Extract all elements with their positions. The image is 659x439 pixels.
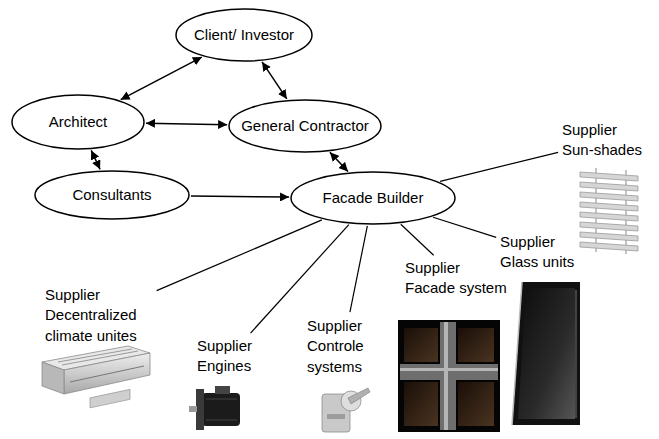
glass-unit-picture (512, 282, 580, 425)
engine-flange (196, 389, 204, 430)
relation-arrow (91, 150, 100, 169)
supply-line (157, 220, 322, 291)
supplier-label: Supplier Decentralized climate unites (45, 285, 153, 346)
glass-edge (512, 282, 522, 425)
supplier-name: Supplier Decentralized climate unites (45, 285, 153, 346)
profile-highlight (444, 322, 448, 430)
supply-line (350, 226, 367, 312)
supplier-name: Supplier Glass units (500, 232, 585, 273)
engine-rib (206, 399, 237, 400)
engine-picture (189, 386, 240, 430)
blind-cord (596, 168, 597, 252)
stakeholder-name: General Contractor (241, 116, 369, 136)
blind-slat (580, 212, 638, 221)
supply-line (251, 225, 349, 333)
engine-shaft (189, 406, 197, 412)
glass-pane (518, 288, 575, 419)
stakeholder-name: Facade Builder (323, 188, 424, 208)
glass-edge (576, 290, 577, 418)
supply-line (401, 224, 434, 255)
stakeholder-ellipse: Facade Builder (290, 171, 456, 225)
blind-slat (580, 232, 638, 241)
relation-arrow (146, 123, 227, 124)
stakeholder-ellipse: Consultants (34, 170, 190, 220)
unit-duct (90, 389, 130, 408)
relation-arrow (262, 62, 287, 99)
supply-line (433, 217, 496, 237)
glass-frame (512, 282, 580, 425)
supply-line (440, 152, 558, 181)
facade-system-picture (398, 320, 500, 432)
blind-slat (580, 202, 638, 211)
blind-slat (580, 182, 638, 191)
ellipse-shape (229, 100, 381, 152)
blind-cord (626, 170, 627, 254)
stakeholder-name: Client/ Investor (194, 25, 294, 45)
blind-slat (580, 222, 638, 231)
facade-pane (458, 382, 494, 426)
engine-body (202, 393, 240, 426)
engine-rib (206, 420, 237, 421)
blind-slat (580, 172, 638, 181)
supplier-label: Supplier Glass units (500, 232, 585, 273)
climate-unit-picture (42, 346, 150, 408)
unit-slot (70, 366, 144, 382)
control-lever (348, 388, 370, 404)
ellipse-shape (291, 172, 455, 224)
engine-connector (215, 386, 230, 394)
facade-pane (404, 328, 438, 362)
ellipse-shape (176, 9, 312, 61)
supplier-name: Supplier Facade system (405, 258, 511, 299)
blind-slat (580, 192, 638, 201)
sunshade-picture (580, 168, 638, 254)
supplier-label: Supplier Sun-shades (562, 120, 652, 161)
unit-grille (62, 351, 138, 365)
control-picture (322, 388, 370, 432)
blind-slat (580, 242, 638, 251)
control-slot (327, 414, 345, 419)
facade-pane (404, 382, 438, 426)
relation-arrow (191, 196, 289, 197)
supplier-name: Supplier Sun-shades (562, 120, 652, 161)
facade-transom (400, 364, 498, 380)
stakeholder-ellipse: Architect (11, 94, 145, 150)
relation-arrow (121, 57, 202, 100)
supplier-name: Supplier Controle systems (307, 316, 379, 377)
unit-grille (58, 349, 132, 362)
profile-highlight (400, 368, 498, 371)
unit-end (42, 362, 64, 394)
facade-background (398, 320, 500, 432)
supplier-label: Supplier Controle systems (307, 316, 379, 377)
stakeholder-ellipse: Client/ Investor (175, 8, 313, 62)
stakeholder-name: Consultants (72, 185, 151, 205)
facade-pane (458, 328, 494, 362)
ellipse-shape (12, 95, 144, 149)
stakeholder-ellipse: General Contractor (228, 99, 382, 153)
supplier-label: Supplier Engines (197, 336, 262, 377)
supplier-label: Supplier Facade system (405, 258, 511, 299)
supplier-name: Supplier Engines (197, 336, 262, 377)
relation-arrow (330, 152, 348, 171)
ellipse-shape (35, 171, 189, 219)
stakeholder-name: Architect (49, 112, 107, 132)
